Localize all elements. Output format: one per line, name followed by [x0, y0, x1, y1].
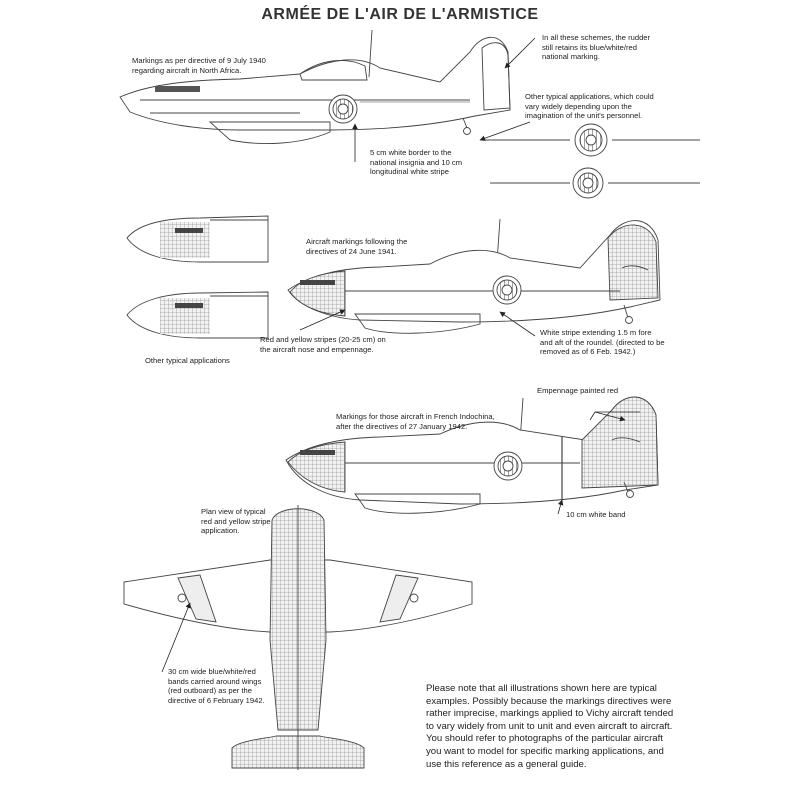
note-june-1941: Aircraft markings following the directiv… — [306, 237, 408, 256]
aircraft-plan-view — [123, 505, 473, 770]
nose-variant-2 — [126, 291, 269, 339]
leader-lines — [161, 37, 640, 673]
aircraft-side-view-1940 — [119, 29, 511, 144]
nose-variant-1 — [126, 215, 269, 263]
page-title: ARMÉE DE L'AIR DE L'ARMISTICE — [261, 6, 539, 23]
note-indochina: Markings for those aircraft in French In… — [336, 412, 495, 431]
tail-stripes — [607, 224, 659, 301]
note-other-roundels: Other typical applications, which could … — [525, 92, 654, 121]
aircraft-side-view-indochina — [285, 396, 659, 514]
fuselage-outline — [119, 36, 511, 131]
note-rudder: In all these schemes, the rudder still r… — [542, 33, 651, 62]
note-white-border: 5 cm white border to the national insign… — [370, 148, 463, 177]
rudder — [481, 42, 511, 111]
closing-note: Please note that all illustrations shown… — [426, 683, 674, 770]
wing-band-right — [379, 574, 419, 623]
aircraft-side-view-1941 — [287, 218, 661, 334]
note-empennage: Empennage painted red — [537, 386, 619, 395]
landing-gear — [462, 117, 468, 129]
wing — [208, 121, 331, 144]
note-wing-bands: 30 cm wide blue/white/red bands carried … — [168, 667, 265, 705]
red-empennage — [581, 396, 659, 489]
note-plan-view: Plan view of typical red and yellow stri… — [201, 507, 271, 536]
note-white-stripe: White stripe extending 1.5 m fore and af… — [540, 328, 665, 357]
note-white-band: 10 cm white band — [566, 510, 626, 519]
nose-stripes — [289, 270, 346, 317]
canopy — [299, 60, 368, 81]
note-red-yellow-stripes: Red and yellow stripes (20-25 cm) on the… — [260, 335, 386, 354]
roundel-examples — [485, 123, 700, 199]
antenna-mast — [368, 29, 373, 78]
note-july-1940: Markings as per directive of 9 July 1940… — [132, 56, 266, 75]
note-other-applications: Other typical applications — [145, 356, 230, 365]
